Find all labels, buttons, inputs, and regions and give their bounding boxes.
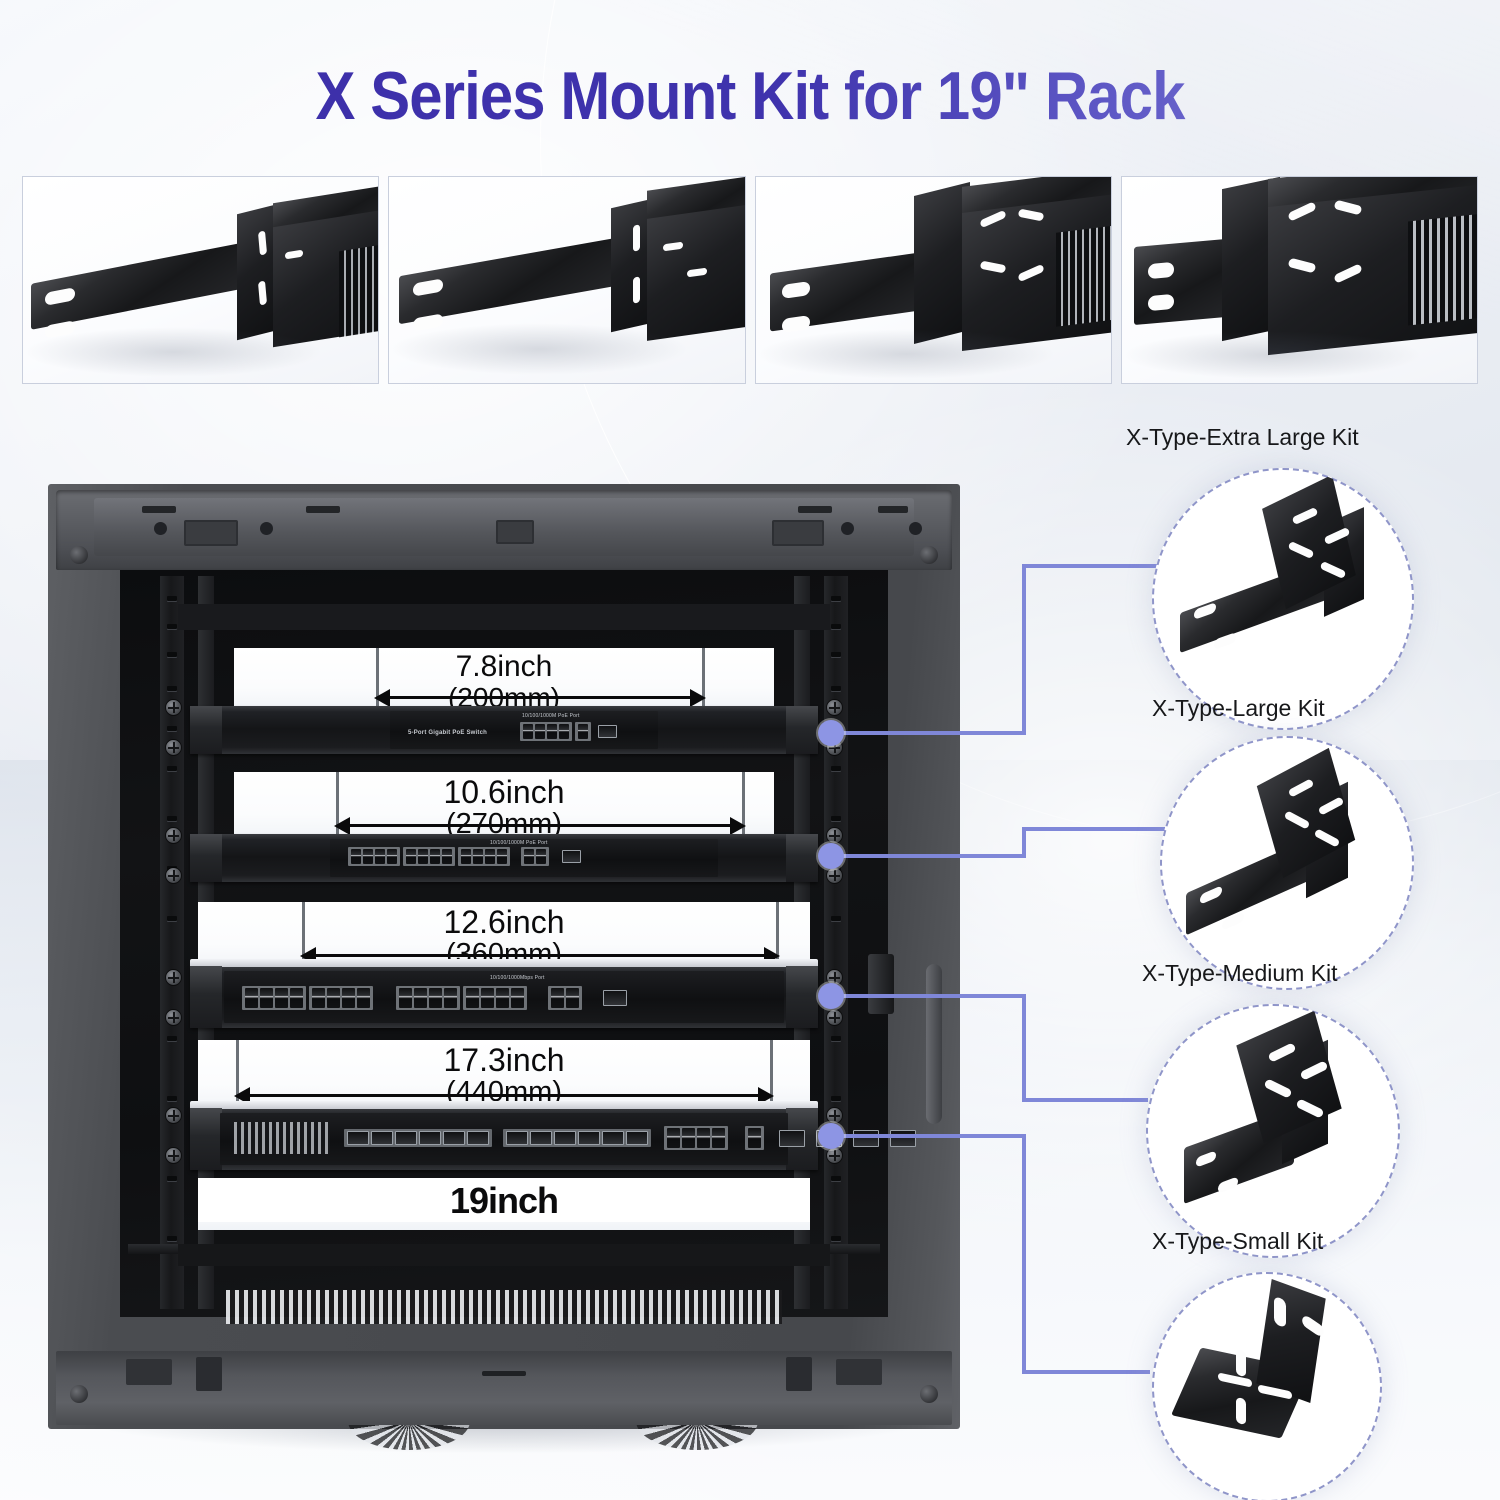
rack-screw: [827, 828, 842, 843]
rack-screw: [166, 740, 181, 755]
dimension-2-inch: 10.6inch: [443, 774, 565, 810]
rack-screw: [166, 868, 181, 883]
dimension-band-1: [234, 648, 774, 714]
callout-marker-4[interactable]: [818, 1123, 844, 1149]
rack-side-handle[interactable]: [926, 964, 942, 1124]
rack-screw: [166, 700, 181, 715]
rack-vent-grill: [226, 1290, 782, 1324]
device-24-port-switch: 10/100/1000M PoE Port: [190, 834, 818, 882]
device-24-port-poe-switch: 10/100/1000Mbps Port: [190, 959, 818, 1028]
dimension-4-inch: 17.3inch: [443, 1042, 565, 1078]
rack-post-right: [824, 576, 848, 1309]
dimension-band-2: [234, 772, 774, 842]
rack-screw: [827, 700, 842, 715]
bracket-photo-4: [1120, 176, 1478, 384]
dimension-4: 17.3inch (440mm): [198, 1040, 810, 1114]
callout-label-small: X-Type-Small Kit: [1152, 1228, 1324, 1254]
dimension-1: 7.8inch (200mm): [234, 648, 774, 714]
rack-screw: [827, 1108, 842, 1123]
rack-post-left: [160, 576, 184, 1309]
rack-screw: [827, 1010, 842, 1025]
device-5-port-poe-switch: 5-Port Gigabit PoE Switch 10/100/1000M P…: [190, 706, 818, 754]
bracket-photo-2: [388, 176, 746, 384]
rack-screw: [827, 970, 842, 985]
bracket-photo-3: [754, 176, 1112, 384]
photo-strip: [22, 176, 1478, 384]
callout-label-large: X-Type-Large Kit: [1152, 695, 1325, 721]
callout-label-extra-large: X-Type-Extra Large Kit: [1126, 424, 1359, 450]
rack-top-panel: [56, 490, 952, 570]
rack-screw: [166, 828, 181, 843]
dimension-2: 10.6inch (270mm): [234, 772, 774, 842]
dimension-1-inch: 7.8inch: [455, 650, 553, 683]
callout-label-medium: X-Type-Medium Kit: [1142, 960, 1338, 986]
page-title: X Series Mount Kit for 19" Rack: [90, 62, 1410, 130]
device-1-caption: 5-Port Gigabit PoE Switch: [408, 730, 488, 736]
dimension-5-inch: 19inch: [433, 1180, 575, 1221]
rack-bottom-panel: [56, 1351, 952, 1425]
rack-screw: [166, 1148, 181, 1163]
callout-marker-1[interactable]: [818, 720, 844, 746]
dimension-5: 19inch: [198, 1178, 810, 1230]
dimension-3-inch: 12.6inch: [443, 904, 565, 940]
rack-screw: [166, 1108, 181, 1123]
rack-screw: [827, 1148, 842, 1163]
device-sfp-switch: [190, 1101, 916, 1170]
bracket-photo-1: [22, 176, 380, 384]
server-rack-cabinet: 7.8inch (200mm) 5-Port Gigabit PoE Switc…: [48, 484, 960, 1454]
rack-door-latch[interactable]: [868, 954, 894, 1014]
callout-marker-3[interactable]: [818, 983, 844, 1009]
rack-screw: [166, 1010, 181, 1025]
rack-screw: [166, 970, 181, 985]
callout-marker-2[interactable]: [818, 843, 844, 869]
rack-screw: [827, 868, 842, 883]
